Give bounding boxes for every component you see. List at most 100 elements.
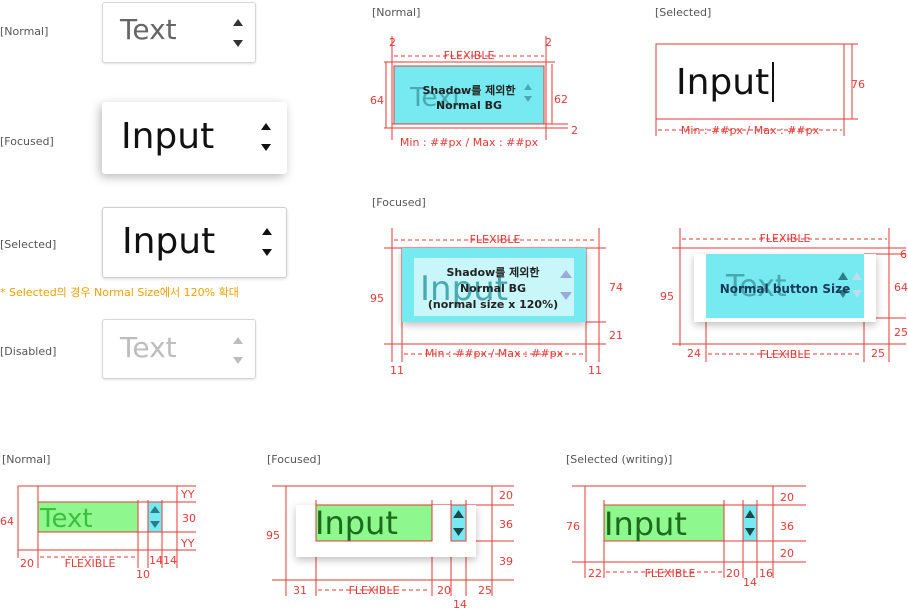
bottom-normal-yy-top: YY [180, 488, 195, 501]
bottom-normal-text-area [37, 501, 139, 533]
spec-focused-label: [Focused] [372, 196, 426, 209]
spec-button-right-gap: 25 [871, 347, 885, 360]
selected-note: * Selected의 경우 Normal Size에서 120% 확대 [0, 286, 239, 299]
spec-focused-overlay-2: Normal BG [460, 282, 526, 295]
stepper-focused[interactable]: Input [102, 102, 287, 174]
chevron-down-icon [233, 357, 243, 364]
bottom-focused-label: [Focused] [267, 453, 321, 466]
spec-normal-arrows-icon [524, 84, 532, 102]
spec-focused-minmax: Min : ##px / Max : ##px [425, 347, 564, 360]
spec-button-bottom-gap: 25 [894, 326, 908, 339]
stepper-disabled: Text [102, 319, 256, 379]
spec-focused-overlay-1: Shadow를 제외한 [446, 265, 539, 279]
chevron-up-icon[interactable] [261, 123, 271, 130]
bottom-normal-gap: 10 [136, 568, 150, 581]
spec-button-inner-height: 64 [894, 281, 908, 294]
stepper-value: Text [120, 13, 177, 46]
state-label-selected: [Selected] [0, 238, 57, 251]
bottom-focused-top: 20 [499, 489, 513, 502]
bottom-focused-text: Input [315, 504, 398, 542]
spec-button-flexible-bottom: FLEXIBLE [760, 348, 811, 361]
stepper-normal[interactable]: Text [102, 2, 256, 63]
bottom-normal-flexible: FLEXIBLE [65, 557, 116, 570]
spec-selected-text: Input [676, 62, 769, 103]
chevron-up-icon[interactable] [233, 19, 243, 26]
spec-normal-overlay-1: Shadow를 제외한 [422, 83, 515, 97]
bottom-normal-right: 14 [163, 554, 177, 567]
bottom-focused-flexible: FLEXIBLE [349, 584, 400, 597]
spec-button-arrows-ghost-icon [852, 272, 862, 298]
bottom-selected-mid: 36 [780, 520, 794, 533]
spec-focused-inner-text: Input [420, 269, 508, 309]
spec-normal-minmax: Min : ##px / Max : ##px [400, 136, 539, 149]
spec-normal-height-left: 64 [370, 94, 384, 107]
bottom-normal-yy-bottom: YY [180, 537, 195, 550]
spec-focused-flexible: FLEXIBLE [470, 233, 521, 246]
bottom-selected-left: 22 [588, 567, 602, 580]
chevron-down-icon[interactable] [261, 144, 271, 151]
bottom-focused-arrow-area [450, 504, 467, 542]
bottom-normal-arrow-w: 14 [149, 554, 163, 567]
spec-normal-overlay-2: Normal BG [436, 99, 502, 112]
bottom-selected-text: Input [604, 505, 687, 543]
bottom-focused-mid: 36 [499, 518, 513, 531]
stepper-selected[interactable]: Input [102, 207, 287, 278]
state-label-focused: [Focused] [0, 135, 54, 148]
state-label-normal: [Normal] [0, 25, 49, 38]
bottom-focused-left: 31 [293, 584, 307, 597]
bottom-selected-right: 16 [759, 567, 773, 580]
state-label-disabled: [Disabled] [0, 345, 57, 358]
spec-normal-bottom-gap: 2 [571, 124, 578, 137]
bottom-selected-flexible: FLEXIBLE [645, 567, 696, 580]
spec-focused-height-right: 74 [609, 281, 623, 294]
spec-normal-bg [393, 65, 545, 125]
bottom-selected-gap: 20 [726, 567, 740, 580]
chevron-down-icon[interactable] [233, 40, 243, 47]
chevron-up-icon[interactable] [262, 228, 272, 235]
spec-selected-label: [Selected] [655, 6, 711, 19]
bottom-normal-left: 20 [20, 557, 34, 570]
spec-selected-minmax: Min : ##px / Max : ##px [681, 124, 820, 137]
spec-focused-height-left: 95 [370, 292, 384, 305]
bottom-selected-height: 76 [566, 520, 580, 533]
spec-normal-inner-text: Text [409, 83, 463, 113]
bottom-normal-arrows-icon [150, 506, 160, 528]
spec-focused-right-gap: 11 [588, 364, 602, 377]
bottom-normal-mid: 30 [182, 512, 196, 525]
spec-button-overlay: Normal button Size [720, 282, 851, 296]
bottom-selected-top: 20 [780, 491, 794, 504]
bottom-selected-arrow-area [742, 504, 758, 542]
spec-normal-flexible: FLEXIBLE [444, 49, 495, 62]
bottom-focused-arrows-icon [453, 510, 464, 536]
spec-focused-highlight [414, 258, 574, 316]
bottom-normal-arrow-area [147, 501, 163, 533]
spec-focused-left-gap: 11 [390, 364, 404, 377]
chevron-down-icon[interactable] [262, 249, 272, 256]
spec-button-height-left: 95 [660, 290, 674, 303]
bottom-normal-label: [Normal] [2, 453, 50, 466]
stepper-value: Text [120, 331, 177, 364]
bottom-selected-text-area [603, 504, 725, 542]
bottom-focused-height: 95 [266, 529, 280, 542]
bottom-focused-bottom: 39 [499, 555, 513, 568]
spec-selected-height: 76 [851, 78, 865, 91]
stepper-value: Input [121, 116, 215, 157]
bottom-normal-text: Text [39, 504, 93, 534]
spec-button-bg [706, 254, 864, 318]
bottom-selected-label: [Selected (writing)] [566, 453, 672, 466]
spec-focused-arrows-icon [560, 270, 572, 300]
spec-button-top-gap: 6 [900, 248, 907, 261]
bottom-normal-height: 64 [0, 515, 14, 528]
spec-normal-height-right: 62 [554, 93, 568, 106]
bottom-focused-arrow-w: 14 [453, 598, 467, 609]
spec-focused-overlay-3: (normal size x 120%) [428, 298, 558, 311]
spec-focused-bottom-gap: 21 [609, 329, 623, 342]
bottom-selected-arrow-w: 14 [743, 576, 757, 589]
spec-button-inner-text: Text [725, 269, 787, 304]
bottom-focused-right: 25 [478, 584, 492, 597]
chevron-up-icon [233, 337, 243, 344]
bottom-selected-bottom: 20 [780, 547, 794, 560]
spec-normal-left-gap: 2 [389, 36, 396, 49]
spec-selected-box [655, 43, 845, 120]
